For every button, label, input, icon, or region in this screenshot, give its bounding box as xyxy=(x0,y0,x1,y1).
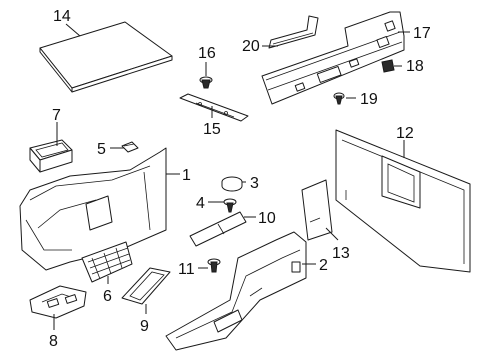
callout-19: 19 xyxy=(360,91,378,108)
callout-11: 11 xyxy=(178,261,195,278)
part-11-clip xyxy=(207,258,221,273)
part-2-side-trim xyxy=(165,231,307,351)
part-4-fastener xyxy=(223,198,237,213)
callout-labels: 14 16 15 20 17 18 19 7 5 1 6 8 3 4 10 11… xyxy=(49,8,431,350)
callout-17: 17 xyxy=(413,25,431,42)
leader-lines xyxy=(53,23,410,330)
part-13-panel xyxy=(301,179,333,241)
callout-14: 14 xyxy=(53,8,71,25)
callout-20: 20 xyxy=(242,38,260,55)
part-17-sill-plate xyxy=(261,11,405,105)
callout-16: 16 xyxy=(198,45,216,62)
callout-10: 10 xyxy=(258,210,276,227)
part-18-clip xyxy=(381,59,395,73)
part-12-side-panel xyxy=(335,129,471,273)
part-16-push-pin xyxy=(199,76,213,89)
part-1-side-trim xyxy=(19,147,167,271)
callout-6: 6 xyxy=(103,288,112,305)
part-3-round-cap xyxy=(221,176,243,192)
part-7-storage-box xyxy=(29,139,73,173)
callout-1: 1 xyxy=(182,167,191,184)
callout-13: 13 xyxy=(332,245,350,262)
callout-18: 18 xyxy=(406,58,424,75)
part-20-trim-piece xyxy=(268,15,319,49)
callout-3: 3 xyxy=(250,175,259,192)
callout-7: 7 xyxy=(52,107,61,124)
callout-15: 15 xyxy=(203,121,221,138)
callout-2: 2 xyxy=(319,257,328,274)
part-5-cap xyxy=(121,141,139,153)
part-15-bracket xyxy=(179,93,249,122)
part-6-cargo-net xyxy=(81,241,133,283)
part-14-floor-mat xyxy=(39,21,173,93)
callout-12: 12 xyxy=(396,125,414,142)
callout-5: 5 xyxy=(97,141,106,158)
callout-8: 8 xyxy=(49,333,58,350)
part-10-strap xyxy=(189,211,247,247)
callout-9: 9 xyxy=(140,318,149,335)
part-19-push-pin xyxy=(333,92,345,105)
callout-4: 4 xyxy=(196,195,205,212)
part-9-tray xyxy=(121,267,171,305)
part-8-holder xyxy=(29,285,87,319)
